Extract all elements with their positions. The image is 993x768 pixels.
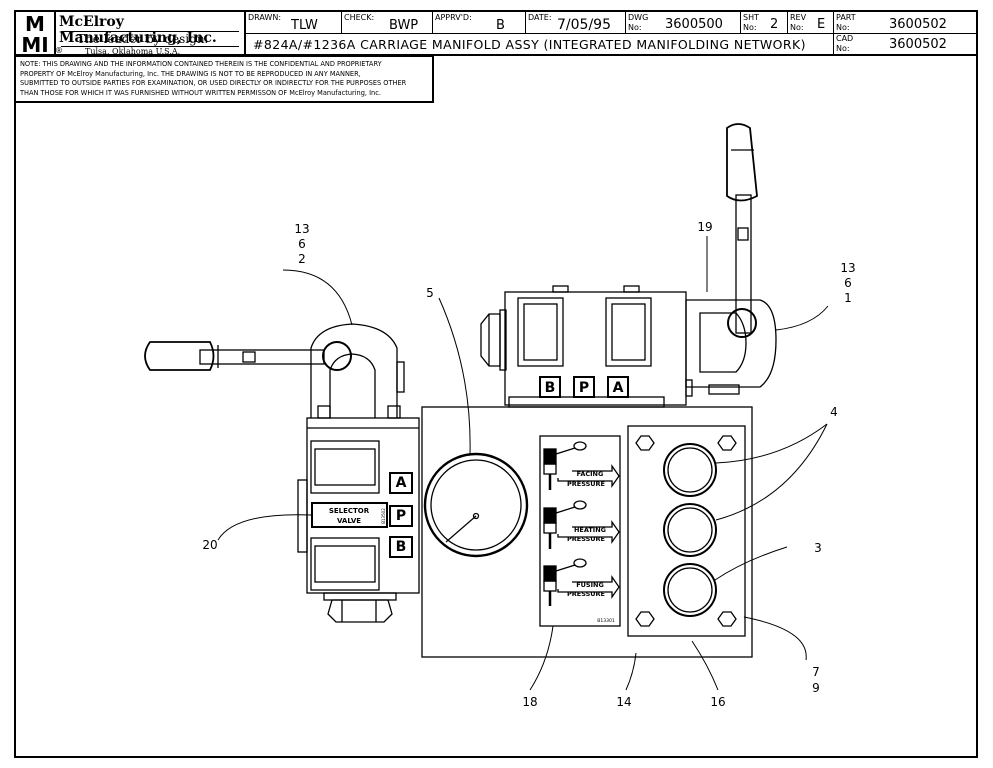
callout-3: 3: [814, 541, 822, 555]
callout-14: 14: [616, 695, 631, 709]
apprvd-value: B: [496, 18, 505, 33]
heating-valve-icon: [543, 500, 620, 549]
callout-18: 18: [522, 695, 537, 709]
port-label-b-left: B: [396, 539, 407, 555]
facing-valve-icon: [543, 441, 620, 490]
callout-6-right: 6: [844, 276, 852, 290]
confidentiality-notice: NOTE: THIS DRAWING AND THE INFORMATION C…: [14, 55, 434, 103]
svg-text:MI: MI: [21, 33, 48, 54]
sht-cell: SHT No: 2: [740, 10, 788, 34]
callout-13-left: 13: [294, 222, 309, 236]
drawn-value: TLW: [291, 18, 318, 33]
description-cell: #824A/#1236A CARRIAGE MANIFOLD ASSY (INT…: [245, 33, 834, 56]
leader-lines: [217, 236, 829, 691]
cad-cell: CAD No: 3600502: [833, 33, 978, 56]
port-label-a-top: A: [613, 380, 624, 396]
callout-19: 19: [697, 220, 712, 234]
selector-valve: [144, 323, 420, 623]
decal-fusing-1: FUSING: [576, 581, 604, 589]
callout-5: 5: [426, 286, 434, 300]
pressure-decal: [539, 435, 621, 627]
port-label-p-left: P: [396, 508, 406, 524]
decal-facing-1: FACING: [577, 470, 604, 478]
part-value: 3600502: [889, 17, 947, 32]
drawing-description: #824A/#1236A CARRIAGE MANIFOLD ASSY (INT…: [253, 37, 806, 52]
directional-valve: [480, 123, 777, 408]
drawn-cell: DRAWN: TLW: [245, 10, 342, 34]
port-label-p-top: P: [579, 380, 589, 396]
date-value: 7/05/95: [557, 17, 611, 33]
company-location: Tulsa, Oklahoma U.S.A.: [85, 47, 181, 56]
cad-value: 3600502: [889, 37, 947, 52]
sht-value: 2: [770, 17, 779, 32]
selector-label-line-1: SELECTOR: [329, 507, 370, 515]
fusing-valve-icon: [543, 558, 620, 606]
part-cell: PART No: 3600502: [833, 10, 978, 34]
rev-value: E: [817, 17, 826, 32]
registered-mark: ®: [55, 46, 63, 55]
check-value: BWP: [389, 18, 419, 33]
pressure-gauge: [423, 452, 529, 558]
selector-label-line-2: VALVE: [337, 517, 361, 525]
decal-heating-1: HEATING: [574, 526, 606, 534]
port-label-b-top: B: [545, 380, 556, 396]
port-label-a-left: A: [396, 475, 407, 491]
callout-2: 2: [298, 252, 306, 266]
decal-heating-2: PRESSURE: [567, 535, 605, 543]
callout-16: 16: [710, 695, 725, 709]
company-name: McElroy Manufacturing, Inc.: [59, 14, 217, 46]
dwg-value: 3600500: [665, 17, 723, 32]
selector-part-number: B13502: [381, 508, 386, 524]
callout-4: 4: [830, 405, 838, 419]
company-box: McElroy Manufacturing, Inc. The leader b…: [55, 10, 246, 56]
company-logo: M MI: [21, 12, 48, 57]
rev-cell: REV No: E: [787, 10, 834, 34]
decal-facing-2: PRESSURE: [567, 480, 605, 488]
callout-6-left: 6: [298, 237, 306, 251]
callout-13-right: 13: [840, 261, 855, 275]
apprvd-cell: APPRV'D: B: [432, 10, 526, 34]
decal-fusing-2: PRESSURE: [567, 590, 605, 598]
check-cell: CHECK: BWP: [341, 10, 433, 34]
decal-part-number: B13301: [597, 618, 615, 624]
callout-1: 1: [844, 291, 852, 305]
callout-20: 20: [202, 538, 217, 552]
callout-9: 9: [812, 681, 820, 695]
company-tagline: The leader by design.: [77, 32, 209, 46]
dwg-cell: DWG No: 3600500: [625, 10, 741, 34]
svg-text:M: M: [25, 12, 45, 36]
date-cell: DATE: 7/05/95: [525, 10, 626, 34]
callout-7: 7: [812, 665, 820, 679]
port-plate: [627, 425, 746, 637]
